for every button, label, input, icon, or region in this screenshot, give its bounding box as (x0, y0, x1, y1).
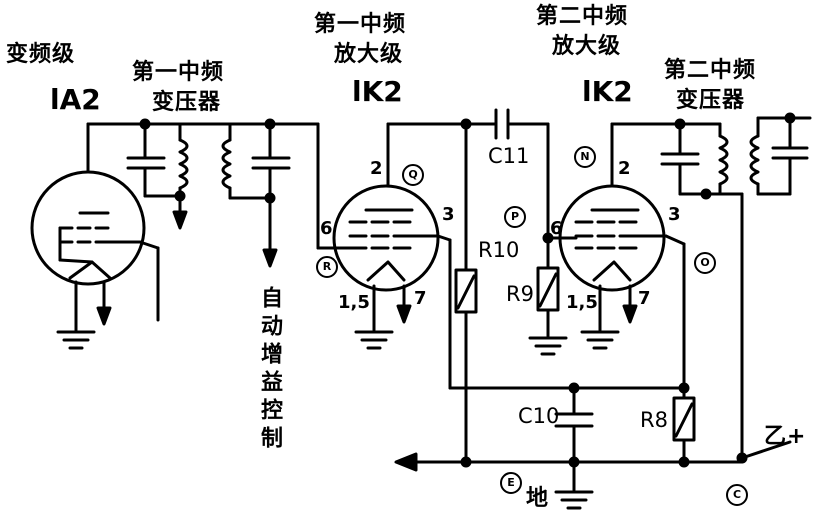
if2-tube-symbol (546, 184, 668, 292)
r9-label: R9 (506, 282, 534, 306)
if1-transformer-title-line1: 第一中频 (132, 60, 225, 85)
if1-ground-icon (354, 330, 394, 350)
if1-pin-6: 6 (320, 218, 333, 239)
c11-label: C11 (488, 144, 530, 168)
if2-pin-7: 7 (638, 288, 651, 309)
if1-tube-symbol (332, 184, 440, 292)
r10-resistor-symbol (454, 268, 478, 314)
mixer-stage-title: 变频级 (6, 42, 76, 67)
if2-transformer-title-line2: 变压器 (676, 88, 746, 113)
if1-pin-3: 3 (442, 204, 455, 225)
r8-resistor-symbol (672, 396, 696, 442)
if1-pin-1-5: 1,5 (338, 292, 370, 313)
marker-e: E (500, 472, 522, 494)
if2-transformer-title-line1: 第二中频 (664, 58, 757, 83)
if1-amp-title-line1: 第一中频 (314, 12, 407, 37)
if2-pin-6: 6 (550, 218, 563, 239)
if1-pin-2: 2 (370, 158, 383, 179)
r8-label: R8 (640, 408, 668, 432)
ground-label: 地 (526, 486, 550, 511)
if2-transformer-symbol (660, 112, 812, 200)
marker-c: C (726, 484, 748, 506)
if1-amp-title-line2: 放大级 (334, 42, 404, 67)
if1-transformer-symbol (126, 118, 320, 268)
r9-resistor-symbol (536, 266, 560, 312)
if2-amp-title-line2: 放大级 (552, 34, 622, 59)
c10-label: C10 (518, 404, 560, 428)
supply-label: 乙+ (764, 424, 807, 449)
if2-amp-title-line1: 第二中频 (536, 4, 629, 29)
if1-pin-7: 7 (414, 288, 427, 309)
marker-p: P (504, 206, 526, 228)
if2-pin-3: 3 (668, 204, 681, 225)
c10-capacitor-symbol (554, 412, 594, 428)
agc-label: 自动增益控制 (257, 286, 282, 454)
r9-ground-icon (528, 336, 568, 356)
marker-o: O (694, 252, 716, 274)
mixer-tube-symbol (30, 170, 160, 286)
if2-tube-label: lK2 (582, 75, 633, 108)
main-ground-icon (554, 490, 594, 510)
mixer-ground-icon (56, 330, 96, 350)
if1-transformer-title-line2: 变压器 (152, 90, 222, 115)
marker-n: N (574, 146, 596, 168)
r10-label: R10 (478, 238, 520, 262)
if1-tube-label: lK2 (352, 75, 403, 108)
if2-pin-2: 2 (618, 158, 631, 179)
c11-capacitor-symbol (494, 108, 510, 140)
if2-pin-1-5: 1,5 (566, 292, 598, 313)
marker-r: R (316, 256, 338, 278)
mixer-tube-label: lA2 (50, 83, 101, 116)
marker-q: Q (402, 164, 424, 186)
if2-ground-icon (580, 330, 620, 350)
